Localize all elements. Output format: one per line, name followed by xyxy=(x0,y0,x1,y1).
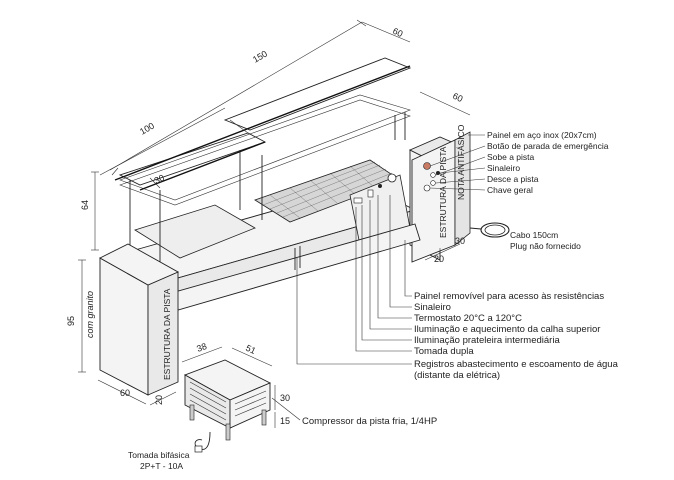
callout-upper-light: Iluminação e aquecimento da calha superi… xyxy=(414,324,600,335)
dimension-lines xyxy=(78,19,471,428)
plug-icon xyxy=(194,445,203,453)
callout-water-note: (distante da elétrica) xyxy=(414,370,500,381)
callout-down: Desce a pista xyxy=(487,174,539,184)
left-base: ESTRUTURA DA PISTA xyxy=(99,243,180,396)
estrutura-pista-right-label: ESTRUTURA DA PISTA xyxy=(438,146,448,238)
dim-64: 64 xyxy=(80,200,90,210)
thermostat-knob-icon xyxy=(387,173,397,183)
emergency-stop-icon xyxy=(423,162,431,170)
compressor-label: Compressor da pista fria, 1/4HP xyxy=(302,416,437,427)
dim-20-base: 20 xyxy=(154,395,164,405)
compressor-vents xyxy=(189,381,267,421)
estrutura-pista-left-label: ESTRUTURA DA PISTA xyxy=(162,288,172,380)
down-button-icon xyxy=(430,180,436,186)
switch-icon xyxy=(353,197,363,204)
socket-label-2: 2P+T - 10A xyxy=(140,461,183,471)
nota-antifasico-label: NOTA ANTIFÁSICO xyxy=(456,124,466,200)
indicator-light-icon xyxy=(378,184,382,188)
dim-30-pass: 30 xyxy=(153,173,166,186)
dim-base-note: com granito xyxy=(85,291,95,338)
dim-38: 38 xyxy=(195,341,208,354)
cable-label-2: Plug não fornecido xyxy=(510,241,581,251)
callout-water-registers: Registros abastecimento e escoamento de … xyxy=(414,359,619,370)
callout-main-switch: Chave geral xyxy=(487,185,533,195)
callout-signal-light: Sinaleiro xyxy=(414,302,451,313)
callout-up: Sobe a pista xyxy=(487,152,535,162)
dim-51: 51 xyxy=(244,343,257,356)
compressor-unit xyxy=(183,359,272,453)
callout-removable-panel: Painel removível para acesso às resistên… xyxy=(414,291,604,302)
dim-95: 95 xyxy=(66,316,76,326)
dim-15-comp: 15 xyxy=(280,416,290,426)
well-grid xyxy=(262,161,393,219)
callout-thermostat: Termostato 20°C a 120°C xyxy=(414,313,522,324)
main-switch-icon xyxy=(423,184,431,192)
dim-150: 150 xyxy=(251,49,269,65)
dim-60-top: 60 xyxy=(391,26,404,39)
dim-60-base: 60 xyxy=(120,388,130,398)
callout-emergency-stop: Botão de parada de emergência xyxy=(487,141,609,151)
dim-100: 100 xyxy=(138,121,156,137)
callout-shelf-light: Iluminação prateleira intermediária xyxy=(414,335,560,346)
callout-panel-inox: Painel em aço inox (20x7cm) xyxy=(487,130,597,140)
switch-icon xyxy=(367,189,374,198)
socket-label-1: Tomada bifásica xyxy=(128,450,190,460)
dim-30-panel: 30 xyxy=(455,236,465,246)
callout-signal: Sinaleiro xyxy=(487,163,520,173)
dim-30-comp: 30 xyxy=(280,393,290,403)
bottom-callout-leaders xyxy=(296,195,412,365)
panel-callout-leaders xyxy=(429,134,486,191)
dim-20-panel: 20 xyxy=(434,254,444,264)
dim-60-panel: 60 xyxy=(451,91,464,104)
cable-label-1: Cabo 150cm xyxy=(510,230,558,240)
cable-coil xyxy=(469,222,510,238)
up-button-icon xyxy=(430,172,436,178)
callout-double-outlet: Tomada dupla xyxy=(414,346,474,357)
